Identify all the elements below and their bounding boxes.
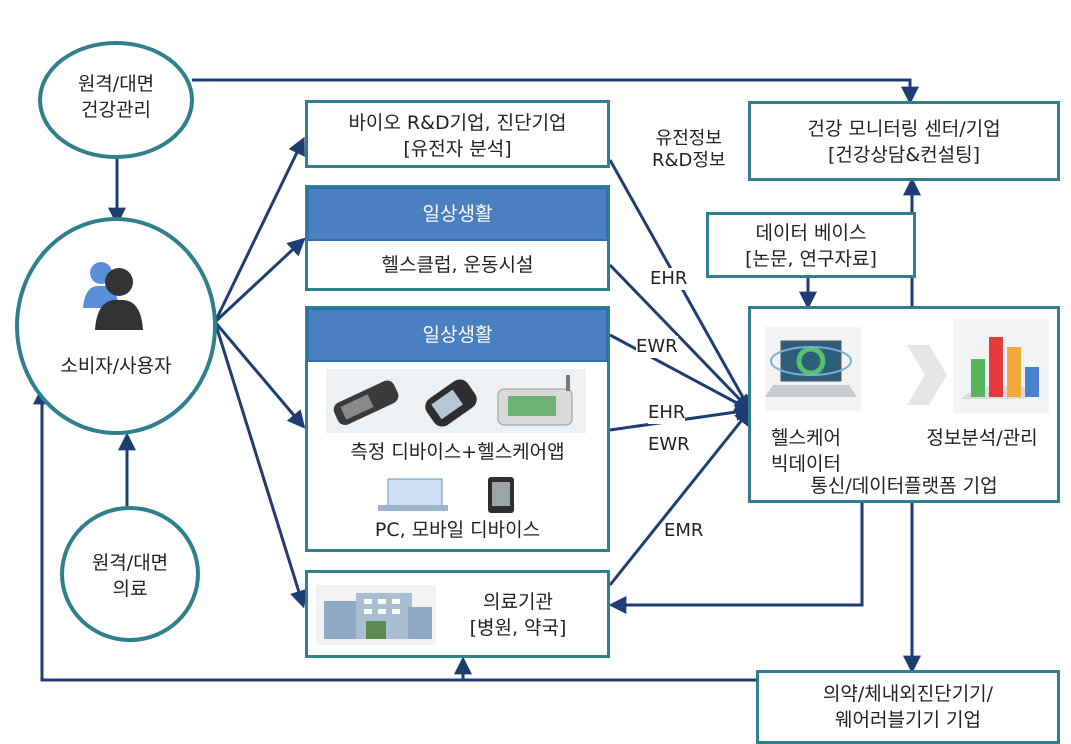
pharma-box: 의약/체내외진단기기/ 웨어러블기기 기업 xyxy=(756,670,1060,744)
line-health-to-monitoring xyxy=(192,78,919,105)
bio-rnd-title: 바이오 R&D기업, 진단기업 xyxy=(348,112,567,134)
daily-life-box-2: 일상생활 측정 디바이스+헬스케어앱 PC, 모바일 디바이스 xyxy=(305,306,610,552)
remote-health-line1: 원격/대면 xyxy=(77,73,155,95)
label-emr: EMR xyxy=(664,520,704,542)
arrow-icon xyxy=(907,345,947,405)
pc-mobile-icon xyxy=(378,477,514,513)
remote-medical-line1: 원격/대면 xyxy=(91,552,169,574)
label-genetic-line2: R&D정보 xyxy=(652,150,726,171)
database-sub: [논문, 연구자료] xyxy=(745,248,877,270)
arrow-consumer-to-daily2 xyxy=(213,321,306,429)
smart-devices-icon xyxy=(326,369,586,433)
hospital-box: 의료기관 [병원, 약국] xyxy=(305,570,610,658)
remote-health-circle: 원격/대면 건강관리 xyxy=(38,41,194,159)
arrow-consumer-to-bio xyxy=(213,136,305,323)
platform-bottom-label: 통신/데이터플랫폼 기업 xyxy=(810,475,998,497)
daily-life-2-title: 일상생활 xyxy=(422,324,493,346)
arrow-daily2top-to-platform xyxy=(609,333,754,412)
arrow-consumer-to-daily1 xyxy=(213,237,306,324)
bar-chart-icon xyxy=(953,319,1049,413)
remote-health-line2: 건강관리 xyxy=(81,99,151,121)
platform-right-label: 정보분석/관리 xyxy=(926,427,1038,449)
monitoring-center-box: 건강 모니터링 센터/기업 [건강상담&컨설팅] xyxy=(748,101,1060,181)
monitoring-title: 건강 모니터링 센터/기업 xyxy=(807,118,1001,140)
arrow-hospital-to-platform xyxy=(608,407,753,586)
platform-left-line2: 빅데이터 xyxy=(771,453,841,475)
users-icon xyxy=(83,262,143,330)
platform-box: 헬스케어 빅데이터 정보분석/관리 통신/데이터플랫폼 기업 xyxy=(748,306,1060,503)
label-genetic-line1: 유전정보 xyxy=(655,128,722,149)
arrow-pharma-to-hospital xyxy=(454,656,756,682)
pc-mobile-label: PC, 모바일 디바이스 xyxy=(374,519,541,541)
database-title: 데이터 베이스 xyxy=(755,222,867,244)
daily-life-1-header: 일상생활 xyxy=(307,187,608,241)
arrow-platform-to-hospital xyxy=(608,503,864,614)
label-ewr-2: EWR xyxy=(648,434,690,456)
pharma-line2: 웨어러블기기 기업 xyxy=(835,709,981,731)
remote-medical-circle: 원격/대면 의료 xyxy=(60,506,200,642)
daily-life-box-1: 일상생활 헬스클럽, 운동시설 xyxy=(305,185,610,291)
hospital-title: 의료기관 xyxy=(483,591,553,613)
hospital-building-icon xyxy=(316,585,436,645)
laptop-icon xyxy=(765,327,861,411)
bio-rnd-box: 바이오 R&D기업, 진단기업 [유전자 분석] xyxy=(305,100,610,168)
database-box: 데이터 베이스 [논문, 연구자료] xyxy=(706,212,916,278)
consumer-label: 소비자/사용자 xyxy=(60,355,172,377)
consumer-circle: 소비자/사용자 xyxy=(15,217,217,435)
bio-rnd-sub: [유전자 분석] xyxy=(403,138,512,160)
pharma-line1: 의약/체내외진단기기/ xyxy=(822,683,994,705)
arrow-daily1-to-platform xyxy=(608,263,753,413)
label-ehr-1: EHR xyxy=(650,268,688,290)
platform-left-line1: 헬스케어 xyxy=(771,427,841,449)
diagram: 원격/대면 건강관리 소비자/사용자 원격/대면 의료 바이오 R&D기업, 진… xyxy=(15,41,1060,744)
label-ehr-2: EHR xyxy=(648,402,686,424)
measure-device-label: 측정 디바이스+헬스케어앱 xyxy=(350,441,565,463)
remote-medical-line2: 의료 xyxy=(112,578,148,600)
hospital-sub: [병원, 약국] xyxy=(469,617,567,639)
daily-life-1-body: 헬스클럽, 운동시설 xyxy=(381,254,534,276)
label-ewr-1: EWR xyxy=(636,336,678,358)
monitoring-sub: [건강상담&컨설팅] xyxy=(827,144,980,166)
label-genetic-info: 유전정보 R&D정보 xyxy=(652,128,726,172)
arrow-pharma-to-consumer xyxy=(33,386,756,682)
daily-life-1-title: 일상생활 xyxy=(422,203,493,225)
daily-life-2-header: 일상생활 xyxy=(307,308,608,362)
arrow-consumer-to-hospital xyxy=(213,321,308,609)
